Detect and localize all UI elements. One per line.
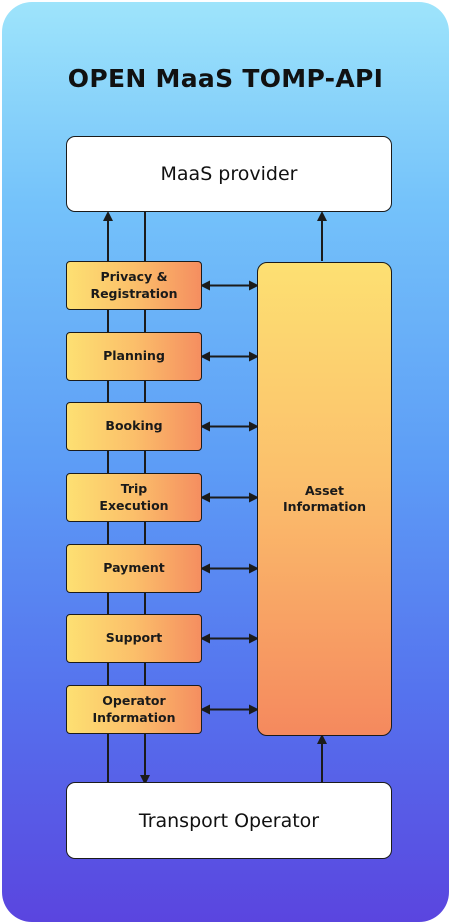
- payment-box: Payment: [66, 544, 202, 593]
- transport-operator-label: Transport Operator: [138, 809, 320, 832]
- booking-box: Booking: [66, 402, 202, 451]
- maas-provider-label: MaaS provider: [160, 163, 298, 185]
- planning-box: Planning: [66, 332, 202, 381]
- bidirectional-arrows: [200, 280, 259, 715]
- transport-operator-box: Transport Operator: [66, 782, 392, 859]
- privacy-registration-box: Privacy &Registration: [66, 261, 202, 310]
- diagram-title: OPEN MaaS TOMP-API: [67, 64, 384, 93]
- support-box: Support: [66, 614, 202, 663]
- maas-provider-box: MaaS provider: [66, 136, 392, 212]
